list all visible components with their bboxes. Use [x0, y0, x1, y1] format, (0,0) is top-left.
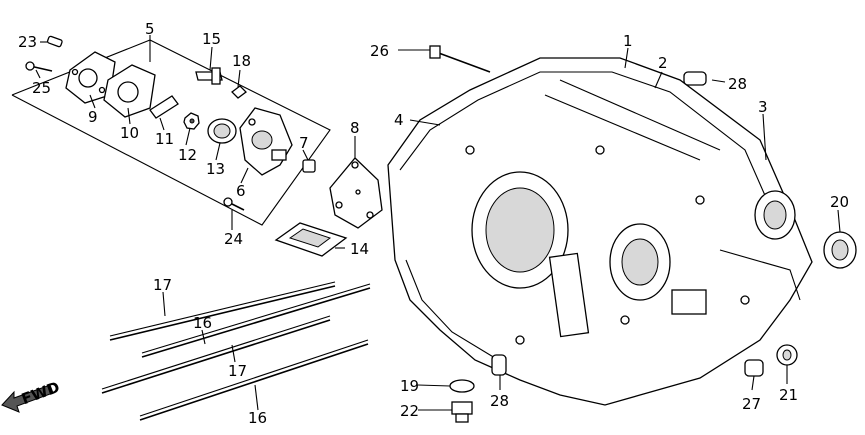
callout-11: 11	[155, 130, 174, 148]
outer-rotor-13	[207, 118, 237, 144]
callout-17b: 17	[228, 362, 247, 380]
drain-plug-22	[451, 401, 473, 423]
dowel-27	[744, 359, 764, 377]
dowel-28-top	[683, 71, 707, 86]
callout-7: 7	[299, 134, 309, 152]
pump-cover-9	[65, 51, 116, 104]
callout-16a: 16	[193, 314, 212, 332]
callout-26: 26	[370, 42, 389, 60]
callout-5: 5	[145, 20, 155, 38]
callout-18: 18	[232, 52, 251, 70]
callout-labels: 1 2 3 4 5 6 7 8 9 10 11 12 13 14 15 16 1…	[18, 20, 849, 427]
callout-19: 19	[400, 377, 419, 395]
stud-bolts	[101, 281, 371, 421]
callout-15: 15	[202, 30, 221, 48]
bolt-24	[223, 197, 245, 211]
callout-17a: 17	[153, 276, 172, 294]
oil-seal-20	[823, 231, 857, 269]
o-ring-19	[449, 379, 475, 393]
fwd-label: FWD	[19, 378, 62, 408]
cover-8	[329, 157, 383, 229]
oil-screen-14	[274, 222, 348, 257]
washer-18	[231, 85, 247, 99]
bolt-25	[25, 61, 53, 72]
fwd-arrow: FWD	[1, 378, 62, 413]
pump-body-6	[239, 107, 293, 176]
callout-16b: 16	[248, 409, 267, 427]
callout-28a: 28	[728, 75, 747, 93]
callout-1: 1	[623, 32, 633, 50]
callout-24: 24	[224, 230, 243, 248]
crankcase-assembly	[387, 57, 813, 406]
callout-22: 22	[400, 402, 419, 420]
callout-3: 3	[758, 98, 768, 116]
callout-28b: 28	[490, 392, 509, 410]
oil-seal-21	[776, 344, 798, 366]
callout-23: 23	[18, 33, 37, 51]
callout-10: 10	[120, 124, 139, 142]
callout-8: 8	[350, 119, 360, 137]
plug-7	[302, 159, 316, 173]
callout-2: 2	[658, 54, 668, 72]
pump-shaft-11	[149, 95, 179, 119]
callout-25: 25	[32, 79, 51, 97]
callout-12: 12	[178, 146, 197, 164]
callout-20: 20	[830, 193, 849, 211]
dowel-pin-23	[46, 35, 63, 48]
callout-21: 21	[779, 386, 798, 404]
callout-13: 13	[206, 160, 225, 178]
gasket-10	[103, 64, 156, 118]
callout-9: 9	[88, 108, 98, 126]
bolt-15	[195, 67, 223, 85]
callout-4: 4	[394, 111, 404, 129]
dowel-28-bottom	[491, 354, 507, 376]
inner-rotor-12	[183, 112, 200, 130]
callout-14: 14	[350, 240, 369, 258]
callout-27: 27	[742, 395, 761, 413]
callout-6: 6	[236, 182, 246, 200]
leader-lines	[35, 35, 841, 411]
bolt-26	[429, 45, 491, 73]
